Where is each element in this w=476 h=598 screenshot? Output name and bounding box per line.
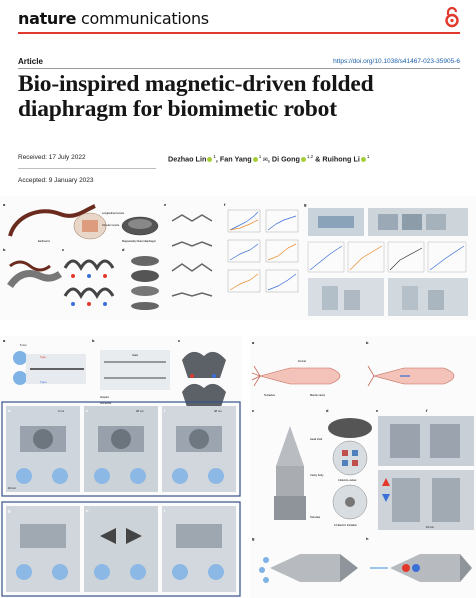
open-access-icon[interactable] <box>444 6 460 28</box>
svg-text:Cavity body: Cavity body <box>310 473 324 477</box>
figure-3-squid-robot: a Funnel Tentacles Mantle cavity b c Hea… <box>250 336 476 598</box>
svg-text:footpart: footpart <box>100 395 109 399</box>
svg-text:28 ms: 28 ms <box>136 409 144 413</box>
svg-text:d: d <box>326 408 329 413</box>
author-name[interactable]: Ruihong Li <box>322 154 360 164</box>
svg-text:f: f <box>164 408 166 413</box>
svg-text:Funnel: Funnel <box>298 359 306 363</box>
received-date: Received: 17 July 2022 <box>18 154 86 161</box>
figure-3-graphic: a Funnel Tentacles Mantle cavity b c Hea… <box>251 340 474 583</box>
divider <box>18 168 156 169</box>
header-rule <box>18 32 460 34</box>
svg-text:Type-: Type- <box>40 355 47 359</box>
svg-text:g: g <box>252 536 255 541</box>
svg-text:f: f <box>224 202 226 207</box>
svg-text:10 mm: 10 mm <box>8 486 16 490</box>
author-name[interactable]: Dezhao Lin <box>168 154 207 164</box>
svg-text:0 ms: 0 ms <box>58 409 65 413</box>
svg-text:d: d <box>8 408 11 413</box>
orcid-icon[interactable] <box>252 156 258 162</box>
svg-text:Longitudinal muscle: Longitudinal muscle <box>102 212 125 215</box>
svg-text:12 Electric limitation: 12 Electric limitation <box>334 523 358 527</box>
journal-name: nature communications <box>18 9 209 28</box>
svg-text:c: c <box>62 247 65 252</box>
divider <box>18 68 460 69</box>
svg-text:h: h <box>366 536 369 541</box>
svg-text:Circular muscle: Circular muscle <box>102 224 120 227</box>
panel-label: a <box>3 202 6 207</box>
svg-text:d: d <box>122 247 125 252</box>
orcid-icon[interactable] <box>300 156 306 162</box>
svg-text:Type+: Type+ <box>40 380 48 384</box>
doi-link[interactable]: https://doi.org/10.1038/s41467-023-35905… <box>333 58 460 65</box>
figure-2-graphic: a 5 mm Type- Type+ b head footpart conne… <box>1 338 241 597</box>
svg-text:g: g <box>8 508 11 513</box>
orcid-icon[interactable] <box>207 156 213 162</box>
svg-text:e: e <box>164 202 167 207</box>
svg-text:48 ms: 48 ms <box>214 409 222 413</box>
svg-text:e: e <box>86 408 89 413</box>
mail-icon[interactable]: ✉ <box>261 157 268 164</box>
svg-text:5 mm: 5 mm <box>20 343 26 347</box>
svg-text:b: b <box>366 340 369 345</box>
svg-text:f: f <box>426 408 428 413</box>
svg-text:Earthworm: Earthworm <box>38 240 50 243</box>
svg-text:head: head <box>132 353 138 357</box>
figure-1-earthworm-diaphragm: a Longitudinal muscle Circular muscle Ea… <box>0 196 476 320</box>
svg-text:b: b <box>92 338 95 343</box>
svg-text:a: a <box>252 340 255 345</box>
author-name[interactable]: Di Gong <box>271 154 300 164</box>
author-name[interactable]: Fan Yang <box>219 154 252 164</box>
svg-text:a: a <box>3 338 6 343</box>
svg-text:Magnetically folded diaphragm: Magnetically folded diaphragm <box>122 240 156 243</box>
svg-text:connector: connector <box>100 401 112 405</box>
svg-text:c: c <box>252 408 255 413</box>
svg-text:h: h <box>86 508 89 513</box>
svg-text:g: g <box>304 202 307 207</box>
accepted-date: Accepted: 9 January 2023 <box>18 177 94 184</box>
orcid-icon[interactable] <box>360 156 366 162</box>
svg-text:e: e <box>376 408 379 413</box>
article-title: Bio-inspired magnetic-driven folded diap… <box>18 71 374 122</box>
svg-text:Tail plate: Tail plate <box>310 515 321 519</box>
svg-text:b: b <box>3 247 6 252</box>
svg-text:Mantle cavity: Mantle cavity <box>310 393 326 397</box>
svg-text:4 Electro-valves: 4 Electro-valves <box>338 478 357 482</box>
svg-text:Tentacles: Tentacles <box>264 393 276 397</box>
svg-text:i: i <box>164 508 165 513</box>
svg-text:Head shell: Head shell <box>310 437 323 441</box>
figure-2-earthworm-robot: a 5 mm Type- Type+ b head footpart conne… <box>0 336 242 598</box>
svg-text:c: c <box>178 338 181 343</box>
article-type: Article <box>18 57 43 66</box>
figure-1-graphic: a Longitudinal muscle Circular muscle Ea… <box>3 202 468 316</box>
svg-text:10 mm: 10 mm <box>426 525 434 529</box>
